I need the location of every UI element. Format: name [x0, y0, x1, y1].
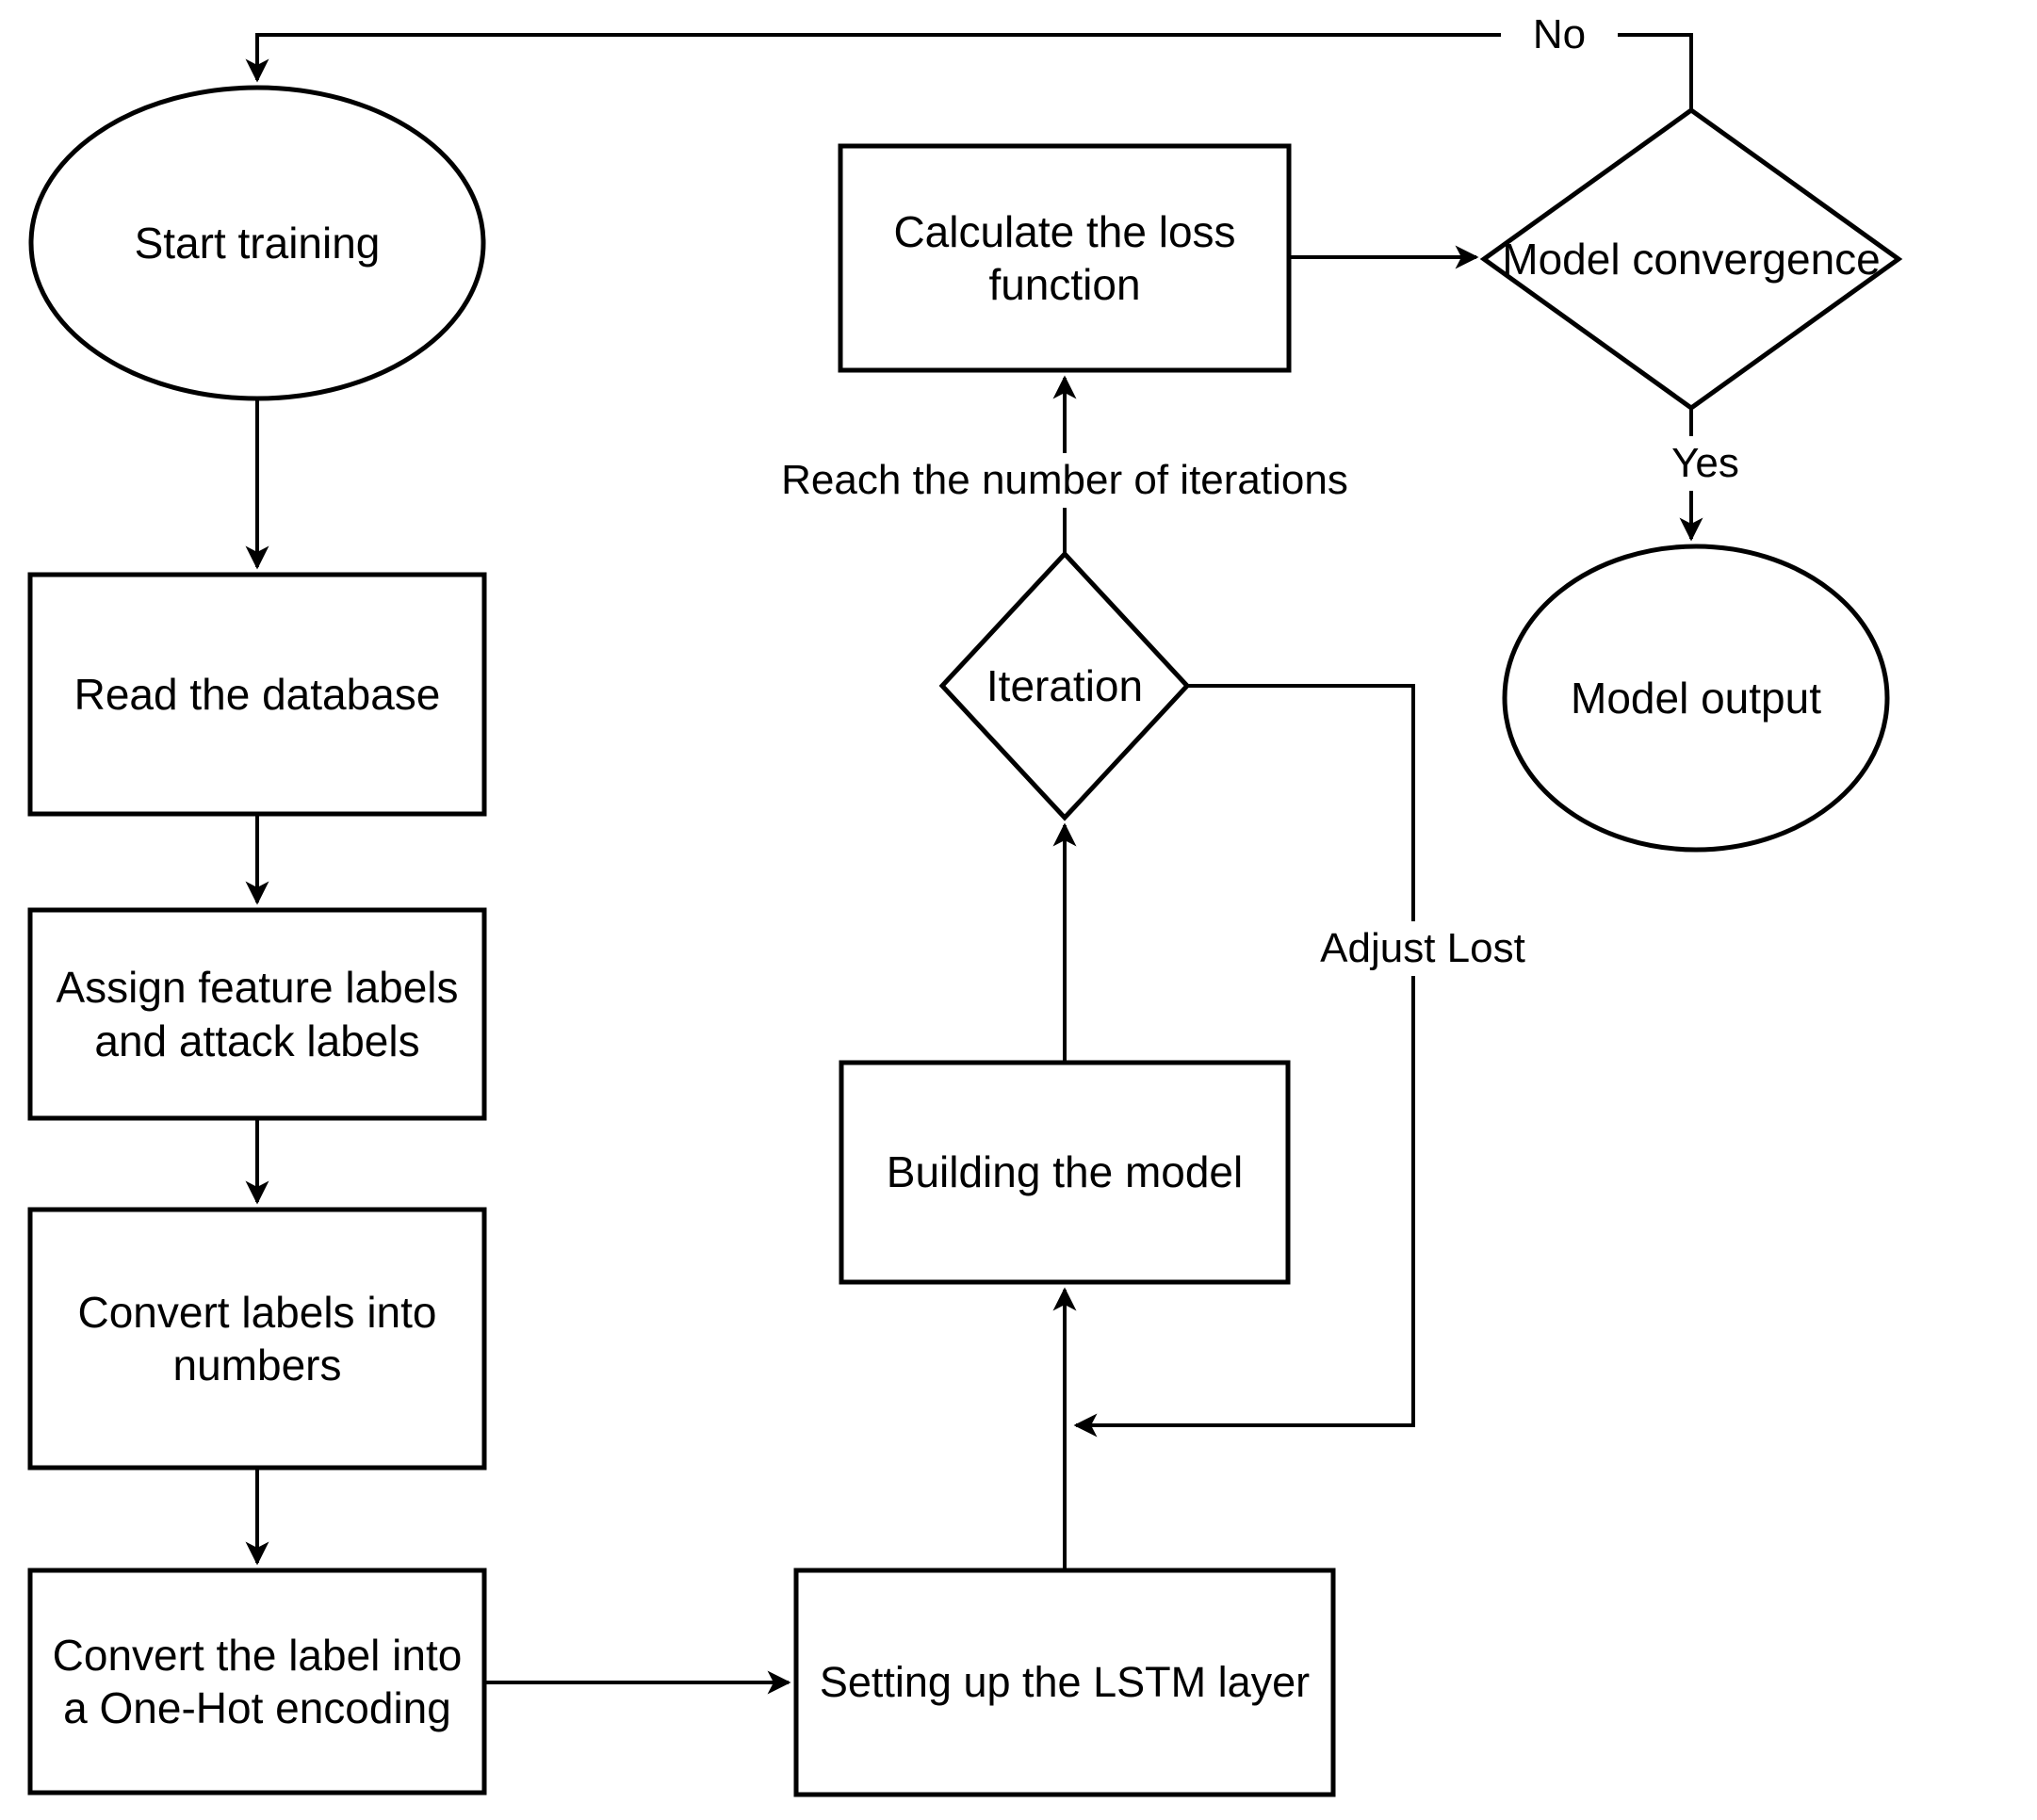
node-convert-numbers-shape [27, 1207, 487, 1471]
edge-iteration-adjust-lost-feedback [1073, 684, 1415, 1438]
node-setup-lstm-shape [793, 1568, 1336, 1797]
node-model-convergence-diamond-shape [1479, 106, 1903, 412]
node-start-training-shape [28, 85, 486, 401]
node-calculate-loss-shape [838, 143, 1292, 373]
node-assign-labels-shape [27, 907, 487, 1121]
node-read-database-shape [27, 572, 487, 817]
node-building-model-shape [839, 1060, 1291, 1285]
node-model-output-shape [1502, 544, 1890, 853]
node-one-hot-shape [27, 1568, 487, 1796]
edge-convergence-no-loop [245, 33, 1693, 110]
node-iteration-diamond-shape [938, 550, 1191, 821]
